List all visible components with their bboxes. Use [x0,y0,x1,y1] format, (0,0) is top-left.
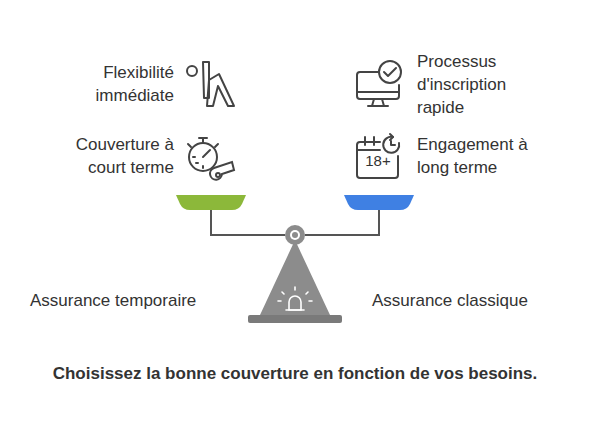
stopwatch-icon [188,138,234,180]
icon-text: 18+ [357,152,399,170]
benefit-label: Engagement à long terme [417,133,542,179]
benefit-label: Couverture à court terme [49,133,174,179]
benefit-label: Processus d'inscription rapide [417,50,537,119]
calendar-icon [357,134,399,178]
flexibility-icon [187,62,234,106]
option-label: Assurance classique [372,289,582,312]
caption: Choisissez la bonne couverture en foncti… [0,362,590,385]
monitor-icon [357,61,401,106]
benefit-label: Flexibilité immédiate [49,61,174,107]
option-label: Assurance temporaire [30,289,240,312]
